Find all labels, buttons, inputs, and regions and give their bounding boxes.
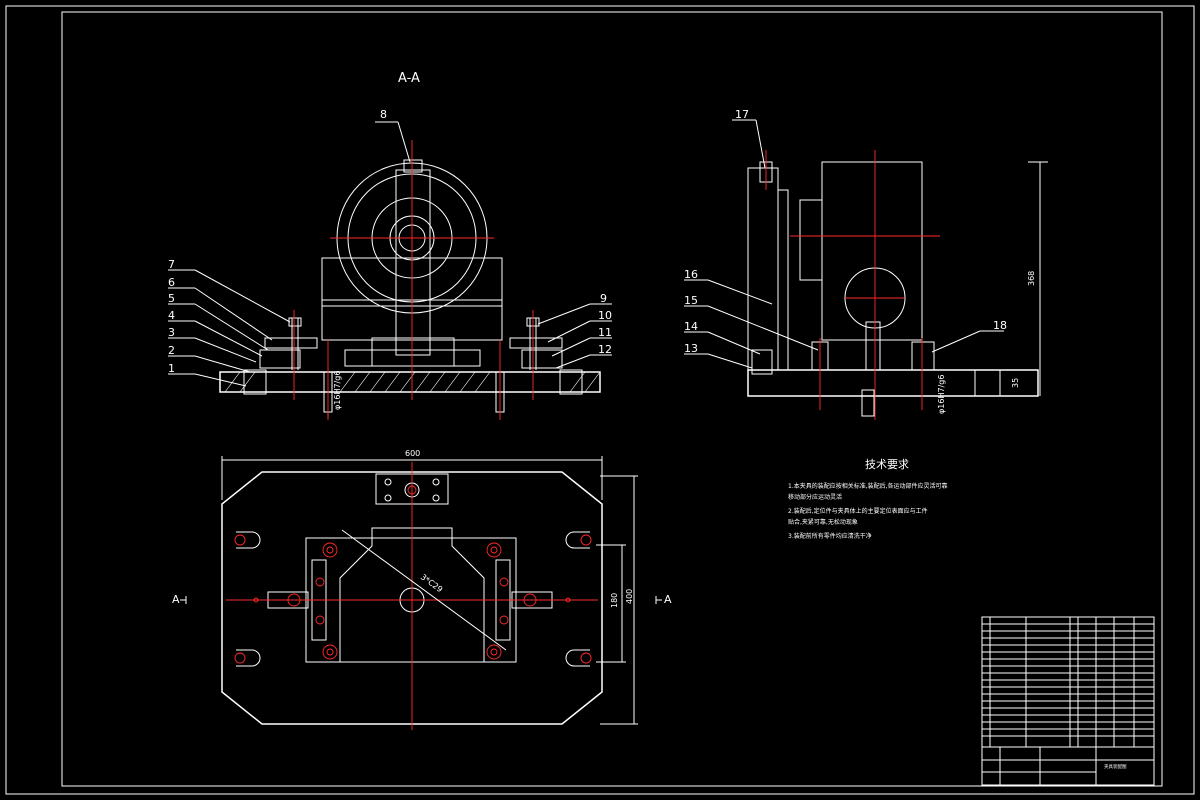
part-10: 10 [598, 309, 612, 322]
dim-diag: 3*C29 [419, 572, 444, 594]
note-line-2: 2.装配后,定位件与夹具体上的主要定位表面应与工件 [788, 507, 928, 515]
part-14: 14 [684, 320, 698, 333]
part-9: 9 [600, 292, 607, 305]
part-16: 16 [684, 268, 698, 281]
drawing-name: 夹具装配图 [1104, 763, 1127, 770]
view-marker-right: A [664, 593, 672, 606]
side-view: 368 35 17 16 15 14 13 18 φ16H7/g6 [684, 108, 1048, 420]
part-7: 7 [168, 258, 175, 271]
part-2: 2 [168, 344, 175, 357]
fit-right: φ16H7/g6 [937, 375, 946, 414]
part-18: 18 [993, 319, 1007, 332]
technical-notes: 技术要求 1.本夹具的装配应按相关标准,装配后,各运动部件应灵活可靠 移动部分应… [788, 458, 948, 540]
part-11: 11 [598, 326, 612, 339]
front-section-view: A-A [168, 71, 612, 420]
part-8: 8 [380, 108, 387, 121]
part-13: 13 [684, 342, 698, 355]
title-block: 夹具装配图 [981, 746, 1155, 786]
plan-view: 600 400 180 [172, 449, 672, 730]
part-6: 6 [168, 276, 175, 289]
dim-180: 180 [610, 593, 619, 608]
dim-400: 400 [625, 589, 634, 604]
note-line-1b: 移动部分应运动灵活 [788, 493, 842, 501]
outer-frame [5, 5, 1195, 795]
note-line-2b: 贴合,夹紧可靠,无松动现象 [788, 518, 858, 526]
dim-35: 35 [1011, 378, 1020, 388]
parts-list [981, 616, 1155, 748]
part-1: 1 [168, 362, 175, 375]
view-marker-left: A [172, 593, 180, 606]
note-line-1: 1.本夹具的装配应按相关标准,装配后,各运动部件应灵活可靠 [788, 482, 948, 490]
note-line-3: 3.装配前所有零件均应清洗干净 [788, 532, 872, 540]
part-4: 4 [168, 309, 175, 322]
notes-title: 技术要求 [865, 458, 909, 471]
part-15: 15 [684, 294, 698, 307]
dim-600: 600 [405, 449, 420, 458]
part-5: 5 [168, 292, 175, 305]
fit-left: φ16H7/g6 [333, 371, 342, 410]
section-label: A-A [398, 71, 420, 86]
part-17: 17 [735, 108, 749, 121]
dim-368: 368 [1027, 271, 1036, 286]
inner-frame [61, 11, 1163, 787]
part-12: 12 [598, 343, 612, 356]
part-3: 3 [168, 326, 175, 339]
